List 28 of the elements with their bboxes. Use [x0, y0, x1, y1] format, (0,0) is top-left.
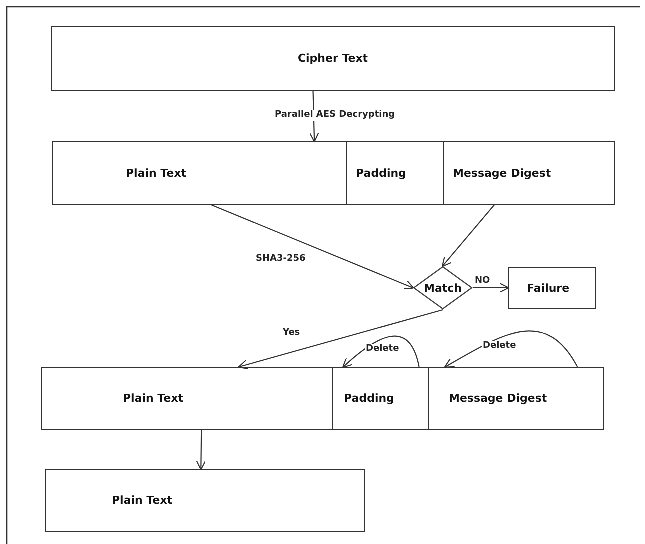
node-label: Cipher Text [298, 52, 368, 65]
process-box [428, 367, 604, 430]
edge-label: Parallel AES Decrypting [274, 110, 396, 121]
node-label: Padding [356, 166, 406, 180]
process-box [45, 469, 365, 532]
process-box [508, 267, 596, 309]
node-label: Plain Text [126, 166, 187, 180]
arrow [473, 282, 510, 294]
arrow [238, 309, 444, 370]
process-box [332, 367, 429, 430]
process-box [51, 26, 615, 91]
arrow [196, 430, 206, 470]
arrow [211, 204, 414, 290]
process-box [41, 367, 333, 430]
arrow [444, 330, 578, 368]
arrow [342, 336, 420, 368]
node-label: Padding [344, 392, 394, 405]
process-box [52, 141, 347, 205]
process-box [443, 141, 615, 205]
arrow [442, 204, 496, 268]
decision-diamond [413, 266, 473, 310]
node-label: Plain Text [123, 392, 184, 405]
node-label: Match [424, 282, 462, 294]
node-label: Message Digest [449, 392, 548, 405]
node-label: Message Digest [453, 166, 552, 180]
node-label: Failure [527, 282, 570, 294]
node-label: Plain Text [112, 494, 173, 507]
process-box [346, 141, 444, 205]
